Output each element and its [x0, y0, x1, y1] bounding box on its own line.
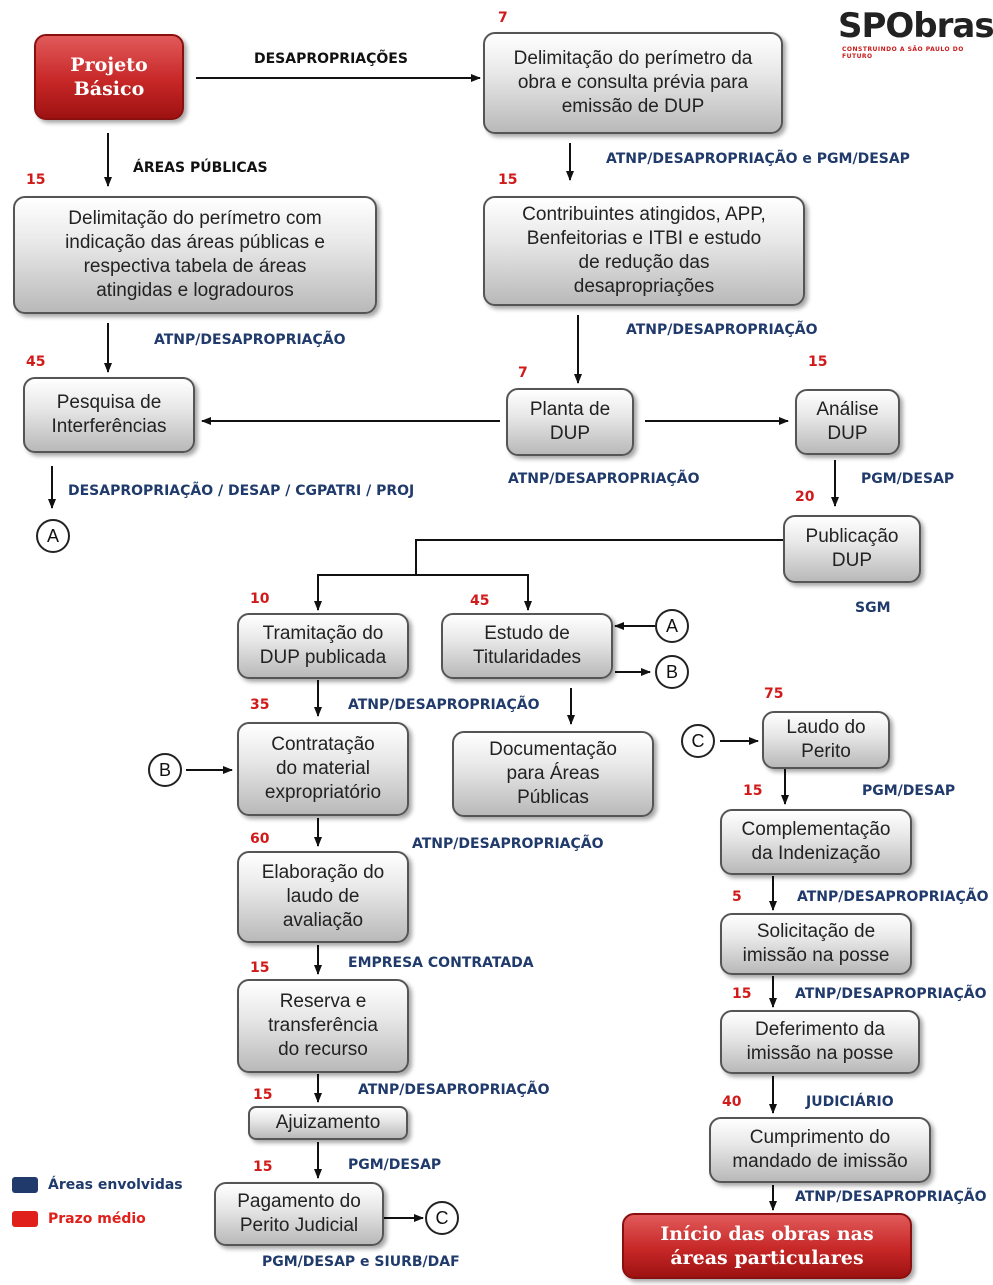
- contribuintes-box: Contribuintes atingidos, APP, Benfeitori…: [483, 196, 805, 306]
- days-contribuintes: 15: [498, 172, 518, 188]
- days-contratacao: 35: [250, 697, 270, 713]
- label-desapropriacoes: DESAPROPRIAÇÕES: [254, 51, 408, 67]
- label-empresa-contratada: EMPRESA CONTRATADA: [348, 955, 534, 971]
- legend-prazo-swatch: [12, 1211, 38, 1227]
- cumprimento-mandado-box: Cumprimento do mandado de imissão: [709, 1117, 931, 1183]
- pagamento-perito-box: Pagamento do Perito Judicial: [214, 1182, 384, 1246]
- days-laudo: 75: [764, 686, 784, 702]
- days-ajuizamento: 15: [253, 1087, 273, 1103]
- connector-a-out: A: [36, 519, 70, 553]
- connector-c-in: C: [681, 724, 715, 758]
- days-delimitacao-dup: 7: [498, 10, 508, 26]
- days-pesquisa: 45: [26, 354, 46, 370]
- label-sgm: SGM: [855, 600, 891, 616]
- label-pgm-1: PGM/DESAP: [861, 471, 955, 487]
- days-elaboracao: 60: [250, 831, 270, 847]
- label-atnp-3: ATNP/DESAPROPRIAÇÃO: [508, 471, 700, 487]
- label-pgm-siurb: PGM/DESAP e SIURB/DAF: [262, 1254, 460, 1270]
- days-pagamento: 15: [253, 1159, 273, 1175]
- label-atnp-6: ATNP/DESAPROPRIAÇÃO: [358, 1082, 550, 1098]
- days-cumprimento: 40: [722, 1094, 742, 1110]
- legend-areas-label: Áreas envolvidas: [48, 1177, 183, 1193]
- pesquisa-interferencias-box: Pesquisa de Interferências: [23, 377, 195, 453]
- days-solicitacao: 5: [732, 889, 742, 905]
- laudo-perito-box: Laudo do Perito: [762, 711, 890, 769]
- days-tramitacao: 10: [250, 591, 270, 607]
- connector-b-in: B: [148, 753, 182, 787]
- projeto-basico-box: Projeto Básico: [34, 34, 184, 120]
- connector-c-out: C: [425, 1201, 459, 1235]
- analise-dup-box: Análise DUP: [795, 389, 900, 455]
- ajuizamento-box: Ajuizamento: [248, 1106, 408, 1140]
- label-atnp-1: ATNP/DESAPROPRIAÇÃO: [154, 332, 346, 348]
- planta-dup-box: Planta de DUP: [506, 388, 634, 456]
- tramitacao-box: Tramitação do DUP publicada: [237, 613, 409, 679]
- delimitacao-areas-box: Delimitação do perímetro com indicação d…: [13, 196, 377, 314]
- legend-areas-swatch: [12, 1177, 38, 1193]
- label-atnp-2: ATNP/DESAPROPRIAÇÃO: [626, 322, 818, 338]
- complementacao-box: Complementação da Indenização: [720, 809, 912, 875]
- label-atnp-7: ATNP/DESAPROPRIAÇÃO: [797, 889, 989, 905]
- days-estudo: 45: [470, 593, 490, 609]
- days-complementacao: 15: [743, 783, 763, 799]
- elaboracao-laudo-box: Elaboração do laudo de avaliação: [237, 851, 409, 943]
- legend-prazo-label: Prazo médio: [48, 1211, 146, 1227]
- solicitacao-imissao-box: Solicitação de imissão na posse: [720, 913, 912, 975]
- contratacao-box: Contratação do material expropriatório: [237, 722, 409, 816]
- documentacao-box: Documentação para Áreas Públicas: [452, 731, 654, 817]
- label-pgm-3: PGM/DESAP: [862, 783, 956, 799]
- estudo-titularidades-box: Estudo de Titularidades: [441, 613, 613, 679]
- label-atnp-4: ATNP/DESAPROPRIAÇÃO: [348, 697, 540, 713]
- days-reserva: 15: [250, 960, 270, 976]
- label-areas-publicas: ÁREAS PÚBLICAS: [133, 160, 268, 176]
- logo-tagline: CONSTRUINDO A SÃO PAULO DO FUTURO: [842, 46, 964, 60]
- label-atnp-pgm: ATNP/DESAPROPRIAÇÃO e PGM/DESAP: [606, 151, 910, 167]
- label-atnp-9: ATNP/DESAPROPRIAÇÃO: [795, 1189, 987, 1205]
- delimitacao-dup-box: Delimitação do perímetro da obra e consu…: [483, 32, 783, 134]
- days-publicacao: 20: [795, 489, 815, 505]
- label-desap-chain: DESAPROPRIAÇÃO / DESAP / CGPATRI / PROJ: [68, 483, 415, 499]
- connector-a-in: A: [655, 609, 689, 643]
- days-deferimento: 15: [732, 986, 752, 1002]
- days-planta: 7: [518, 365, 528, 381]
- publicacao-dup-box: Publicação DUP: [783, 515, 921, 583]
- label-judiciario: JUDICIÁRIO: [806, 1094, 894, 1110]
- connector-b-out: B: [655, 655, 689, 689]
- deferimento-imissao-box: Deferimento da imissão na posse: [720, 1010, 920, 1074]
- spobras-logo: SPObras CONSTRUINDO A SÃO PAULO DO FUTUR…: [836, 0, 993, 60]
- inicio-obras-box: Início das obras nas áreas particulares: [622, 1213, 912, 1279]
- days-delimitacao-areas: 15: [26, 172, 46, 188]
- label-pgm-2: PGM/DESAP: [348, 1157, 442, 1173]
- reserva-recurso-box: Reserva e transferência do recurso: [237, 979, 409, 1073]
- label-atnp-5: ATNP/DESAPROPRIAÇÃO: [412, 836, 604, 852]
- days-analise: 15: [808, 354, 828, 370]
- label-atnp-8: ATNP/DESAPROPRIAÇÃO: [795, 986, 987, 1002]
- logo-text: SPObras: [838, 6, 993, 46]
